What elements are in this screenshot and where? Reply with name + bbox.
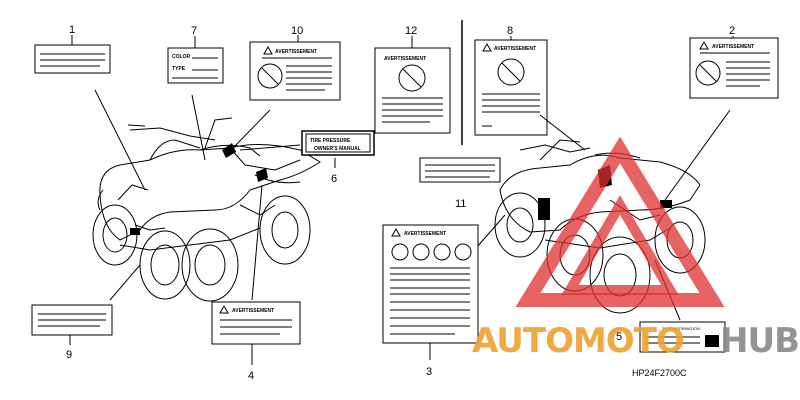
label-12-warning: AVERTISSEMENT	[384, 56, 426, 62]
atv-left-view	[92, 117, 321, 302]
callout-11: 11	[455, 198, 466, 210]
leader-4b	[251, 184, 263, 301]
label-10-warning: AVERTISSEMENT	[275, 49, 317, 55]
label-10: AVERTISSEMENT	[249, 41, 341, 101]
label-9	[31, 304, 113, 336]
label-2-warning: AVERTISSEMENT	[712, 44, 754, 50]
watermark-triangle-outer	[515, 136, 725, 307]
label-8-warning: AVERTISSEMENT	[494, 46, 536, 52]
leader-8b	[539, 114, 586, 151]
label-6-tire: TIRE PRESSURE	[310, 138, 351, 144]
callout-2: 2	[729, 25, 735, 37]
part-code: HP24F2700C	[632, 368, 687, 378]
leader-7b	[191, 94, 206, 161]
label-5-top: TIRE INFORMATION	[662, 326, 700, 331]
label-7-color: COLOR	[172, 54, 190, 60]
label-7: COLOR TYPE	[167, 47, 224, 84]
label-4: AVERTISSEMENT	[211, 301, 301, 345]
watermark-text-left: AUTOMOTO	[472, 321, 684, 361]
callout-6: 6	[331, 173, 337, 185]
watermark-triangle-inner	[561, 195, 679, 295]
callout-1: 1	[69, 24, 75, 36]
callout-7: 7	[191, 25, 197, 37]
leader-9b	[109, 264, 141, 301]
callout-10: 10	[291, 25, 303, 37]
label-3-warning: AVERTISSEMENT	[404, 231, 446, 237]
leader-10b	[232, 109, 271, 149]
leader-1b	[94, 89, 146, 191]
callout-12: 12	[405, 25, 417, 37]
label-8: AVERTISSEMENT	[474, 39, 548, 136]
callout-9: 9	[66, 349, 72, 361]
label-4-warning: AVERTISSEMENT	[232, 308, 274, 314]
callout-5: 5	[616, 331, 622, 343]
label-6-manual: OWNER'S MANUAL	[314, 146, 361, 152]
label-11	[419, 157, 501, 183]
callout-3: 3	[426, 366, 432, 378]
label-2: AVERTISSEMENT	[689, 37, 779, 99]
label-5: TIRE INFORMATION	[639, 321, 726, 353]
callout-4: 4	[248, 370, 254, 382]
watermark: AUTOMOTO HUB	[472, 136, 800, 361]
leader-6a	[239, 144, 301, 151]
label-6: TIRE PRESSURE OWNER'S MANUAL	[301, 130, 375, 156]
callout-8: 8	[507, 25, 513, 37]
label-12: AVERTISSEMENT	[374, 47, 451, 134]
label-1	[34, 44, 111, 74]
watermark-text-right: HUB	[720, 321, 799, 361]
atv-left-label-patches	[130, 143, 268, 235]
label-7-type: TYPE	[172, 66, 186, 72]
label-3: AVERTISSEMENT	[382, 224, 479, 344]
leader-2b	[664, 109, 731, 201]
